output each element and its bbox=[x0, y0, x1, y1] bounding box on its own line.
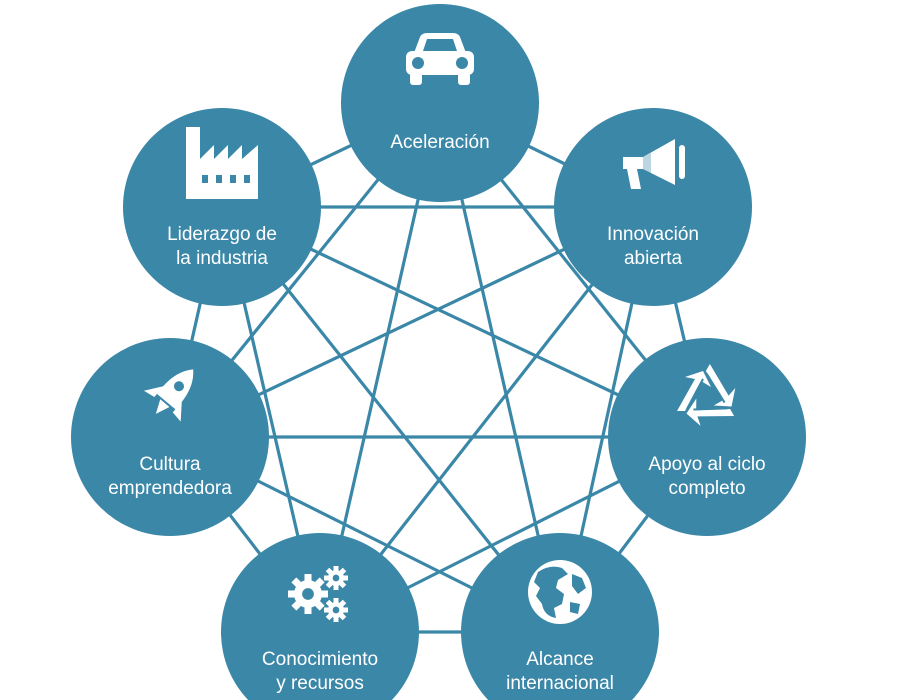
recycle-icon bbox=[677, 364, 736, 427]
node-label: Innovación bbox=[607, 224, 699, 245]
node-circle bbox=[554, 108, 752, 306]
rocket-icon bbox=[143, 369, 194, 422]
node-label: Aceleración bbox=[390, 132, 489, 153]
node-label: completo bbox=[668, 478, 745, 499]
node-circle bbox=[221, 533, 419, 700]
node-label: Cultura bbox=[139, 454, 201, 475]
node-cultura: Cultura emprendedora bbox=[71, 338, 269, 536]
node-label: abierta bbox=[624, 248, 683, 269]
node-label: Conocimiento bbox=[262, 649, 378, 670]
node-conocimiento: Conocimiento y recursos bbox=[221, 533, 419, 700]
node-alcance: Alcance internacional bbox=[461, 533, 659, 700]
node-innovacion: Innovación abierta bbox=[554, 108, 752, 306]
gears-icon bbox=[288, 566, 348, 622]
node-label: Alcance bbox=[526, 649, 594, 670]
node-label: Apoyo al ciclo bbox=[648, 454, 765, 475]
node-label: y recursos bbox=[276, 673, 364, 694]
node-circle bbox=[71, 338, 269, 536]
node-label: la industria bbox=[176, 248, 268, 269]
node-apoyo: Apoyo al ciclo completo bbox=[608, 338, 806, 536]
car-icon bbox=[406, 33, 474, 85]
node-circle bbox=[608, 338, 806, 536]
node-circle bbox=[341, 4, 539, 202]
node-liderazgo: Liderazgo de la industria bbox=[123, 108, 321, 306]
node-label: emprendedora bbox=[108, 478, 232, 499]
node-circle bbox=[123, 108, 321, 306]
node-label: internacional bbox=[506, 673, 614, 694]
node-aceleracion: Aceleración bbox=[341, 4, 539, 202]
megaphone-icon bbox=[623, 139, 685, 189]
node-label: Liderazgo de bbox=[167, 224, 277, 245]
globe-icon bbox=[528, 560, 592, 624]
factory-icon bbox=[186, 127, 258, 199]
